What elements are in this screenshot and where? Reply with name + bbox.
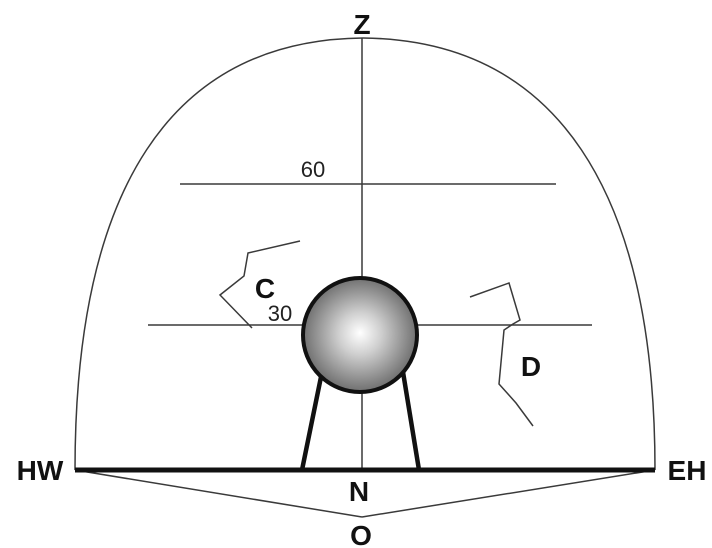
support-leg-left [299,369,325,473]
east-horizon-label: EH [668,455,707,486]
path-d-label: D [521,351,541,382]
west-horizon-label: HW [17,455,64,486]
altitude-label-60: 60 [301,157,325,182]
north-label: N [349,476,369,507]
observer-line-east [361,469,656,518]
sphere [301,276,419,394]
zenith-label: Z [353,9,370,40]
path-d [469,282,534,427]
dome-outline [74,37,656,471]
support-leg-right [400,369,422,473]
path-c-label: C [255,273,275,304]
path-c [218,240,301,329]
observer-label: O [350,520,372,548]
altitude-label-30: 30 [268,301,292,326]
observer-line-west [74,469,363,518]
